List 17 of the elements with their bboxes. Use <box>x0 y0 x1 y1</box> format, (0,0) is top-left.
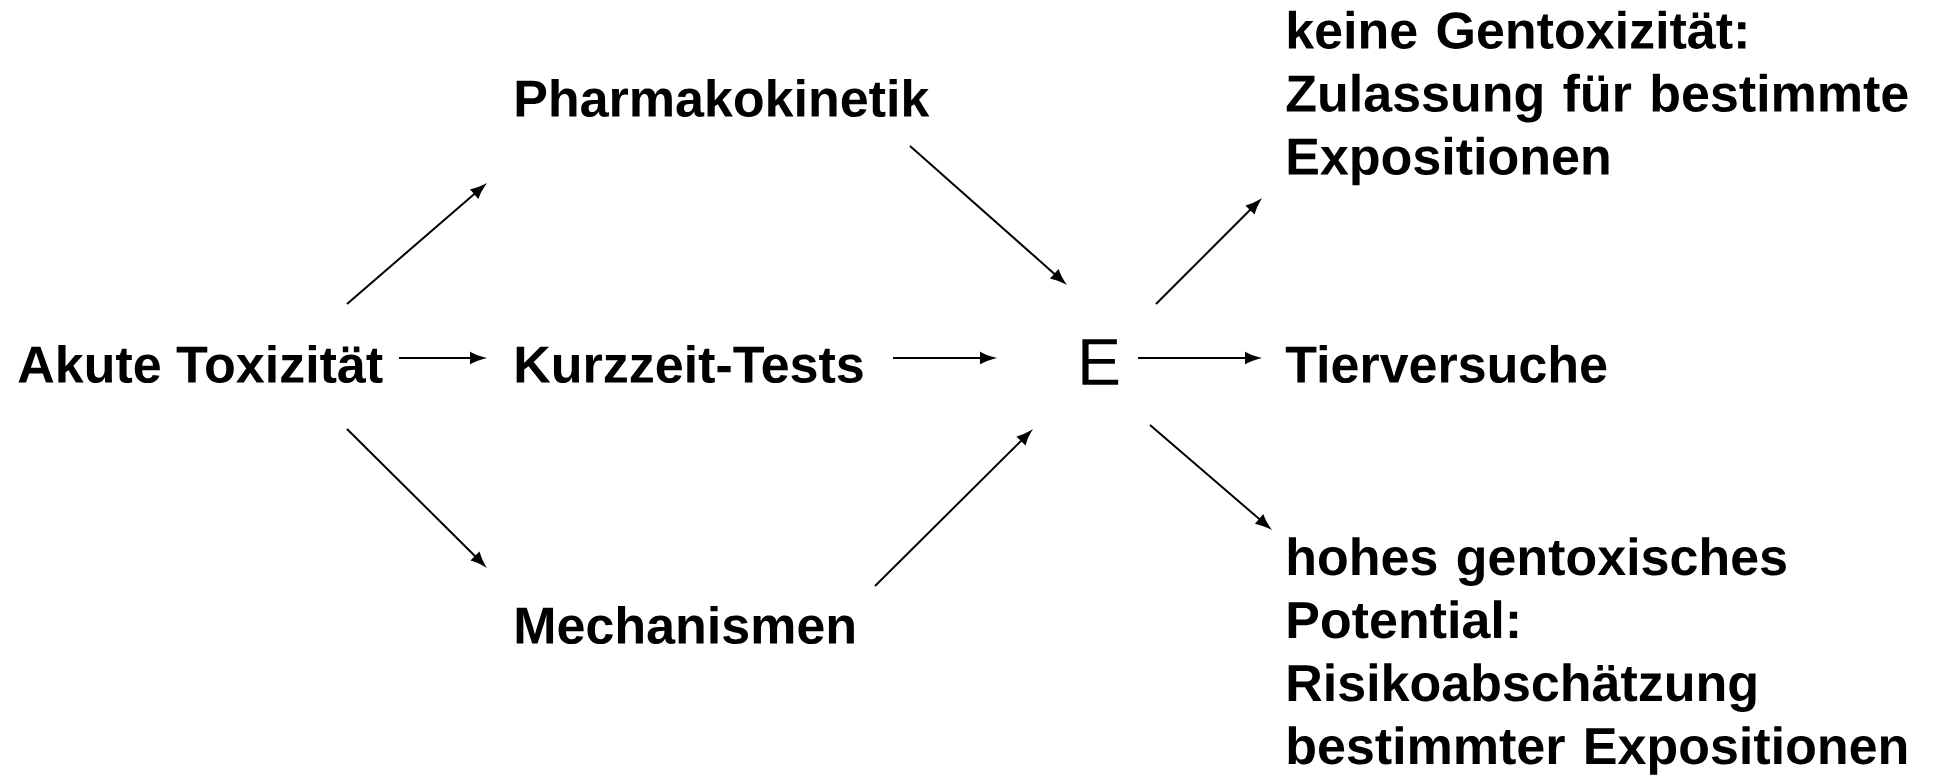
arrow <box>346 184 485 305</box>
term-label: Mechanismen <box>516 605 854 645</box>
term-label: Akute Toxizität <box>18 344 383 384</box>
term-label: Tierversuche <box>1285 344 1607 384</box>
arrow <box>398 352 484 364</box>
arrow <box>874 430 1032 587</box>
arrow <box>909 145 1065 284</box>
arrow <box>346 428 486 567</box>
term-label: Pharmakokinetik <box>516 78 930 118</box>
arrow <box>1149 424 1270 529</box>
term-label: Kurzzeit-Tests <box>516 344 863 384</box>
term-label: keine Gentoxizität: Zulassung für bestimmte Expositionen <box>1286 10 1908 186</box>
arrow <box>1155 199 1261 305</box>
letter-label: E <box>1082 339 1119 385</box>
term-label: hohes gentoxisches Potential: Risikoabschätzung bestimmter Expositionen <box>1288 537 1907 775</box>
arrow <box>892 352 994 364</box>
arrow <box>1137 352 1259 364</box>
